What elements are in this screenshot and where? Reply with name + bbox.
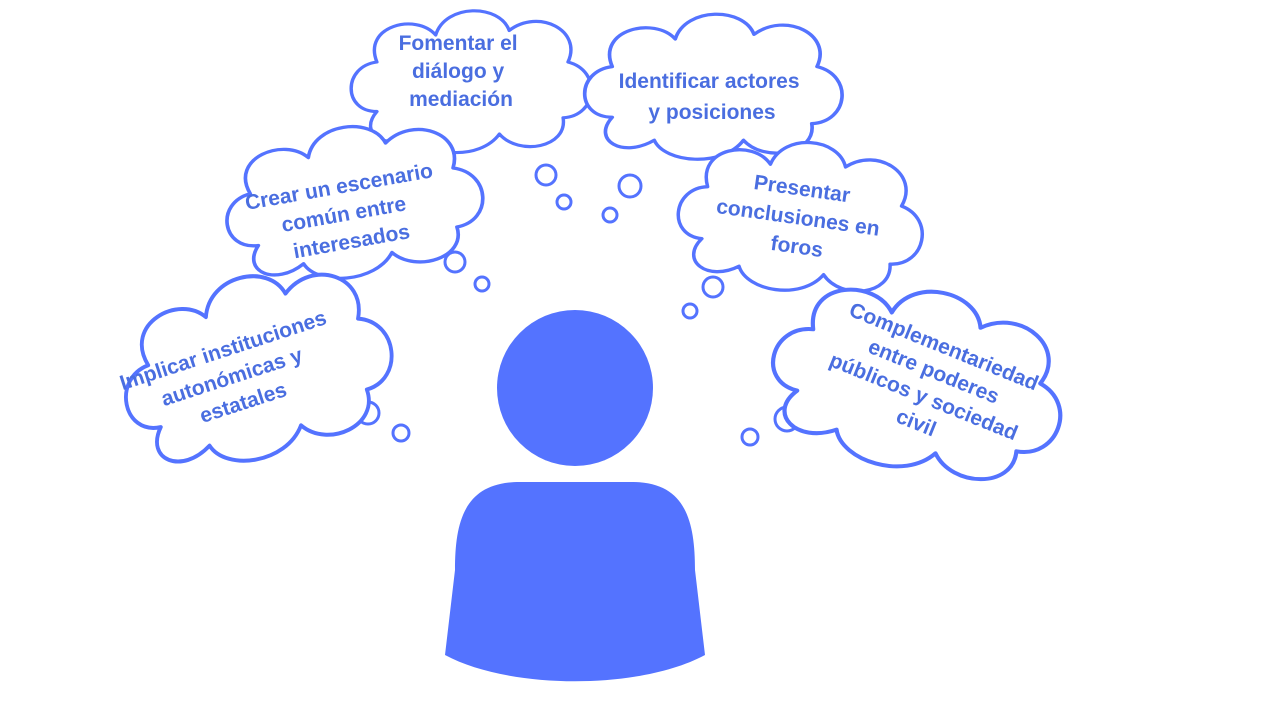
thought-dot — [534, 163, 558, 187]
thought-dot — [473, 275, 491, 293]
thought-dot — [601, 206, 619, 224]
person-body — [445, 482, 705, 682]
thought-dot — [740, 427, 760, 447]
person-head — [497, 310, 653, 466]
thought-dot — [617, 173, 643, 199]
person-icon — [445, 310, 705, 682]
thought-identificar: Identificar actores y posiciones — [619, 70, 806, 124]
thought-dot — [555, 193, 573, 211]
thought-dot — [391, 423, 411, 443]
thought-fomentar: Fomentar el diálogo y mediación — [399, 32, 524, 111]
thought-dot — [443, 250, 467, 274]
thought-dot — [681, 302, 699, 320]
thought-dot — [701, 275, 725, 299]
